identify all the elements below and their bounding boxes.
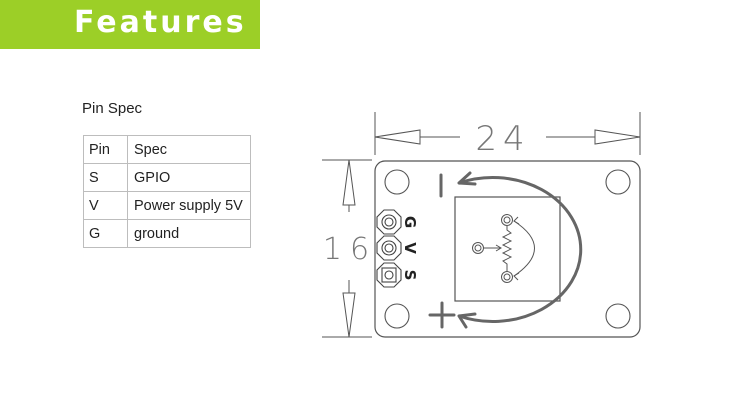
arrow-ccw-icon [457,171,477,186]
table-row: S GPIO [83,163,251,192]
pin-label-s: S [401,270,419,281]
spec-cell: ground [127,219,251,248]
height-dimension [322,159,372,338]
pin-label-v: V [401,242,419,254]
mounting-holes [384,169,631,329]
header-pin: Pin [83,135,128,164]
pin-cell: G [83,219,128,248]
table-header-row: Pin Spec [83,135,251,164]
arrow-cw-icon [457,312,477,329]
width-dimension-label: 24 [475,119,530,159]
features-title: Features [74,5,247,40]
spec-cell: Power supply 5V [127,191,251,220]
pin-spec-table: Pin Spec S GPIO V Power supply 5V G grou… [83,135,251,248]
width-dimension [374,112,641,155]
mounting-hole-icon [384,303,410,329]
potentiometer-body [454,196,561,302]
header-pins [376,209,402,288]
height-dimension-label: 16 [323,232,377,267]
pin-spec-heading: Pin Spec [82,100,143,117]
mounting-hole-icon [605,169,631,195]
plus-symbol-icon [428,301,456,329]
rotation-arc [458,176,583,323]
mounting-hole-icon [384,169,410,195]
pin-cell: V [83,191,128,220]
features-banner: Features [0,0,260,49]
mounting-hole-icon [605,303,631,329]
board-outline [374,160,641,338]
table-row: V Power supply 5V [83,191,251,220]
table-row: G ground [83,219,251,248]
spec-cell: GPIO [127,163,251,192]
pin-label-g: G [401,216,419,228]
header-spec: Spec [127,135,251,164]
potentiometer-schematic [472,214,535,283]
